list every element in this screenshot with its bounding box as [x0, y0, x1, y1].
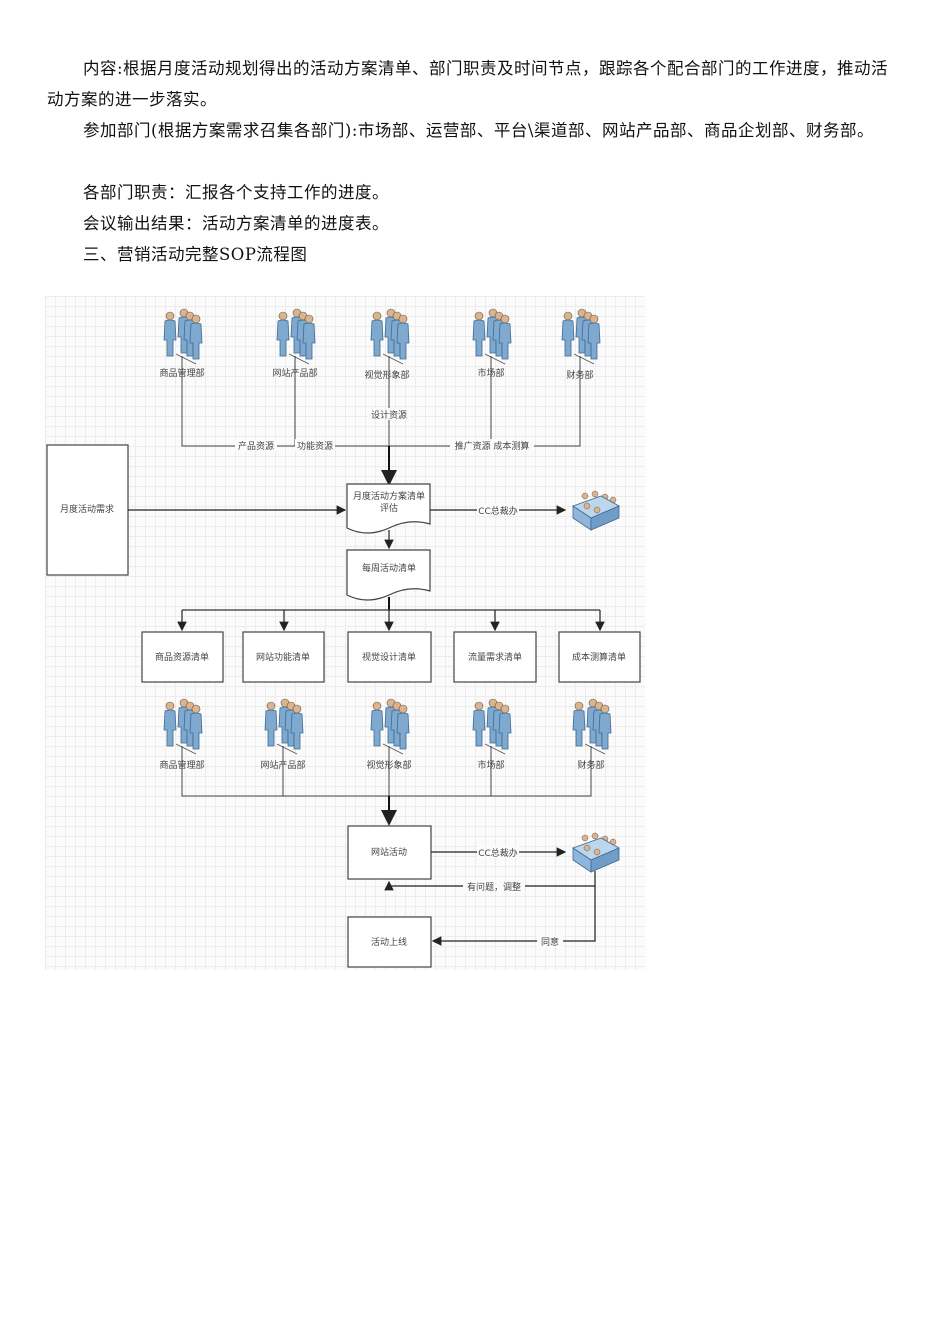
list-box-2: 视觉设计清单 — [347, 631, 432, 683]
section-heading: 三、营销活动完整SOP流程图 — [83, 245, 308, 264]
weekly-list-label: 每周活动清单 — [362, 562, 416, 574]
people-group-icon — [562, 309, 600, 364]
meeting-icon — [572, 490, 620, 531]
top-dept-3: 市场部 — [473, 309, 511, 379]
list-box-0: 商品资源清单 — [141, 631, 224, 683]
people-group-icon — [473, 699, 511, 754]
top-connectors — [181, 356, 581, 447]
cc-president-label-1: CC总裁办 — [478, 505, 518, 517]
people-group-icon — [573, 699, 611, 754]
bottom-dept-3: 市场部 — [473, 699, 511, 771]
monthly-demand-label: 月度活动需求 — [60, 503, 114, 515]
list-label: 商品资源清单 — [155, 651, 209, 663]
weekly-list-doc — [346, 549, 431, 601]
plan-eval-line1: 月度活动方案清单 — [353, 490, 425, 502]
people-group-icon — [473, 309, 511, 364]
edge-label-promo-cost: 推广资源 成本测算 — [455, 440, 530, 452]
duties-paragraph: 各部门职责：汇报各个支持工作的进度。 — [83, 183, 389, 202]
go-live-label: 活动上线 — [371, 936, 407, 948]
list-label: 视觉设计清单 — [362, 651, 416, 663]
list-label: 成本测算清单 — [572, 651, 626, 663]
approve-label: 同意 — [541, 936, 559, 948]
edge-label-design: 设计资源 — [371, 409, 407, 421]
departments-paragraph: 参加部门(根据方案需求召集各部门):市场部、运营部、平台\渠道部、网站产品部、商… — [83, 121, 874, 140]
monthly-demand-box — [46, 444, 129, 576]
top-dept-label: 视觉形象部 — [364, 369, 409, 381]
list-box-1: 网站功能清单 — [242, 631, 325, 683]
plan-eval-doc — [346, 483, 431, 534]
people-group-icon — [371, 309, 409, 364]
people-group-icon — [164, 309, 202, 364]
site-activity-label: 网站活动 — [371, 846, 407, 858]
bottom-dept-4: 财务部 — [573, 699, 611, 771]
list-label: 网站功能清单 — [256, 651, 310, 663]
meeting-icon — [572, 832, 620, 873]
top-dept-4: 财务部 — [562, 309, 600, 381]
bottom-connectors — [181, 746, 592, 797]
list-label: 流量需求清单 — [468, 651, 522, 663]
edge-label-product: 产品资源 — [238, 440, 274, 452]
output-paragraph: 会议输出结果：活动方案清单的进度表。 — [83, 214, 389, 233]
go-live-box — [347, 916, 432, 968]
issue-adjust-label: 有问题，调整 — [467, 881, 521, 893]
sop-flowchart: 商品管理部 网站产品部 视觉形象部 市场部 财务部 产品资源 功能资源 设计资源… — [45, 296, 645, 970]
list-box-4: 成本测算清单 — [558, 631, 641, 683]
content-paragraph: 内容:根据月度活动规划得出的活动方案清单、部门职责及时间节点，跟踪各个配合部门的… — [47, 59, 889, 109]
people-group-icon — [164, 699, 202, 754]
edge-label-function: 功能资源 — [297, 440, 333, 452]
site-activity-box — [347, 825, 432, 880]
list-box-3: 流量需求清单 — [453, 631, 537, 683]
cc-president-label-2: CC总裁办 — [478, 847, 518, 859]
people-group-icon — [371, 699, 409, 754]
plan-eval-line2: 评估 — [380, 502, 398, 514]
top-dept-2: 视觉形象部 — [364, 309, 410, 381]
people-group-icon — [265, 699, 303, 754]
people-group-icon — [277, 309, 315, 364]
